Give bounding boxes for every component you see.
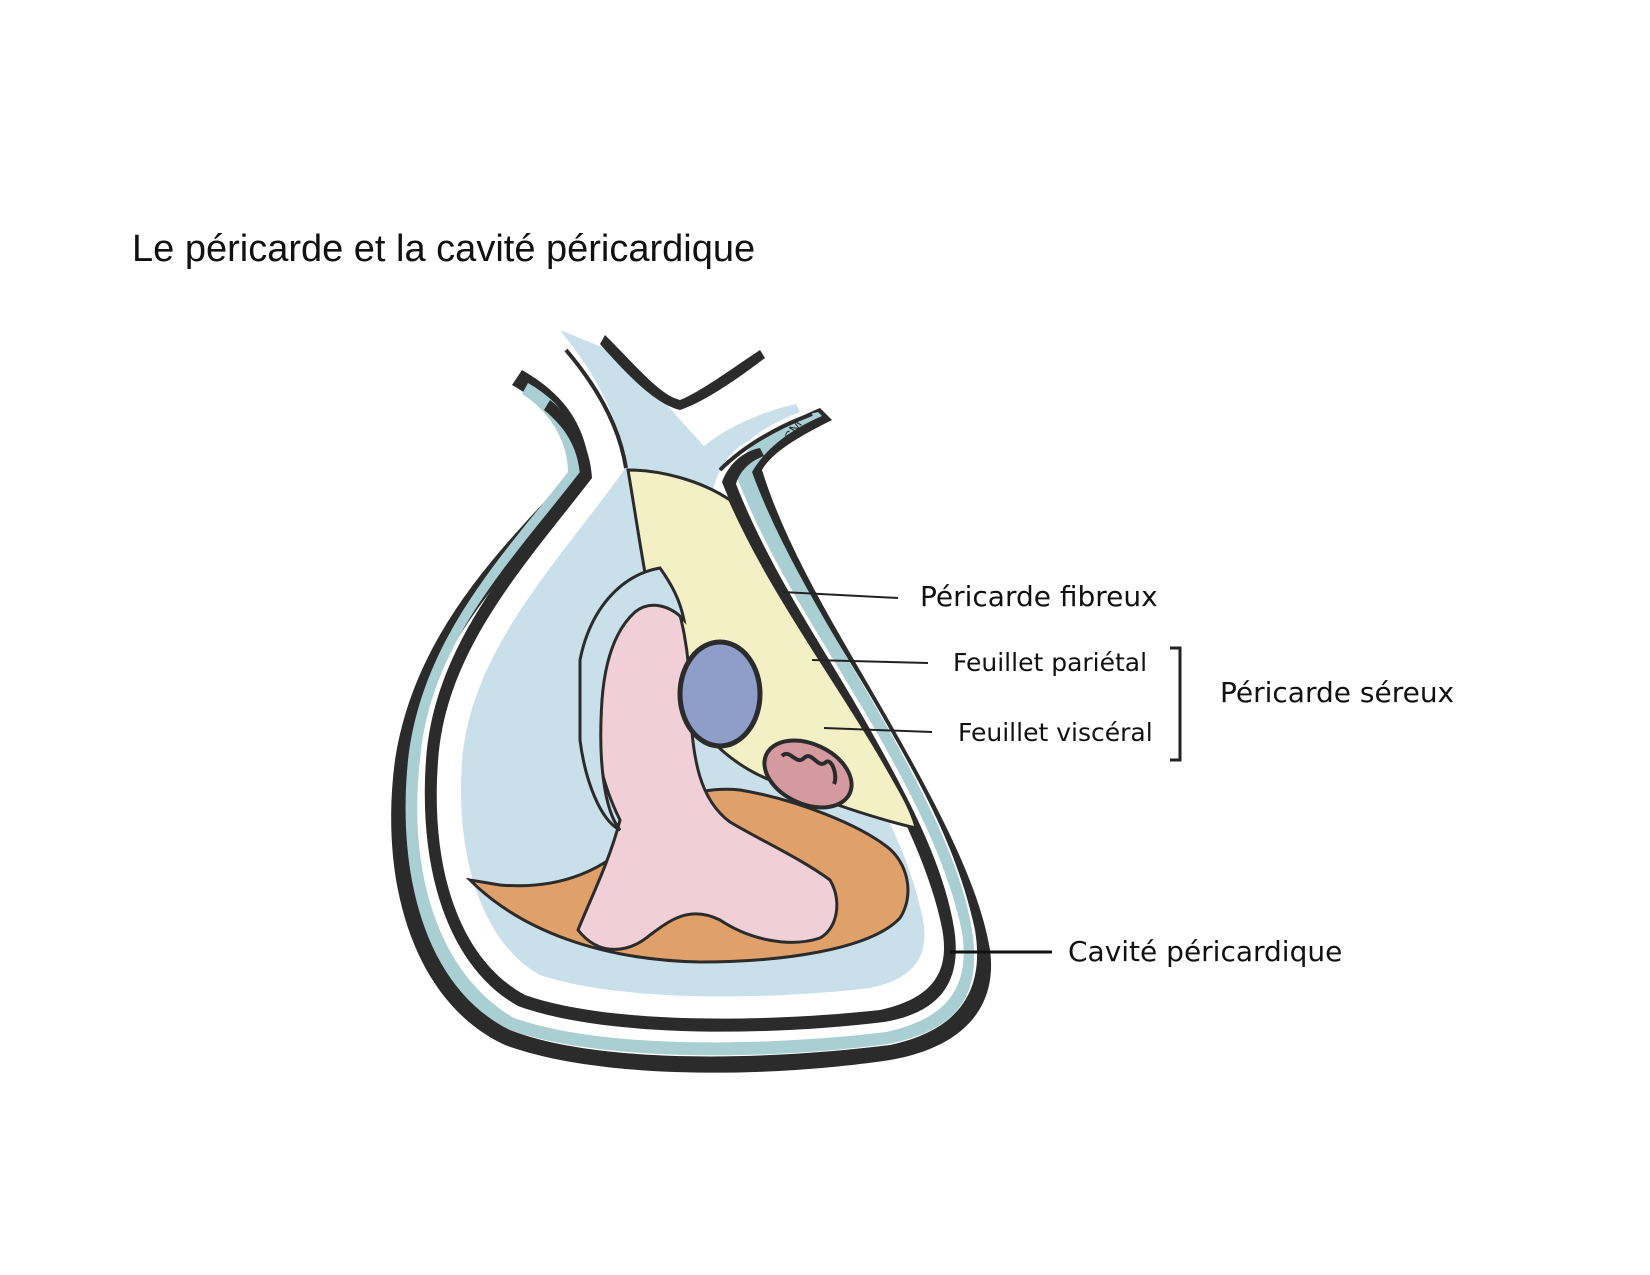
leader-feuillet-visceral [823, 727, 933, 733]
label-pericarde-sereux: Péricarde séreux [1220, 676, 1455, 709]
label-cavite-pericardique: Cavité péricardique [1068, 935, 1343, 968]
page-title: Le péricarde et la cavité péricardique [132, 228, 756, 270]
leader-pericarde-fibreux [781, 591, 899, 599]
vessel-outline-left [564, 348, 628, 469]
fibrous-pericardium [391, 370, 992, 1073]
coronary-artery [762, 738, 854, 810]
great-vessels [600, 335, 765, 410]
leader-feuillet-parietal [811, 659, 929, 664]
label-pericarde-fibreux: Péricarde fibreux [920, 580, 1158, 613]
bracket-pericarde-sereux [1170, 646, 1182, 762]
label-feuillet-parietal: Feuillet pariétal [953, 648, 1148, 677]
visceral-layer-strip [578, 566, 687, 832]
artery-lumen [780, 752, 838, 785]
pericardial-cavity-band [405, 383, 975, 1056]
coronary-vein [677, 639, 763, 749]
label-feuillet-visceral: Feuillet viscéral [958, 718, 1153, 747]
vessel-outline-right [718, 412, 813, 472]
